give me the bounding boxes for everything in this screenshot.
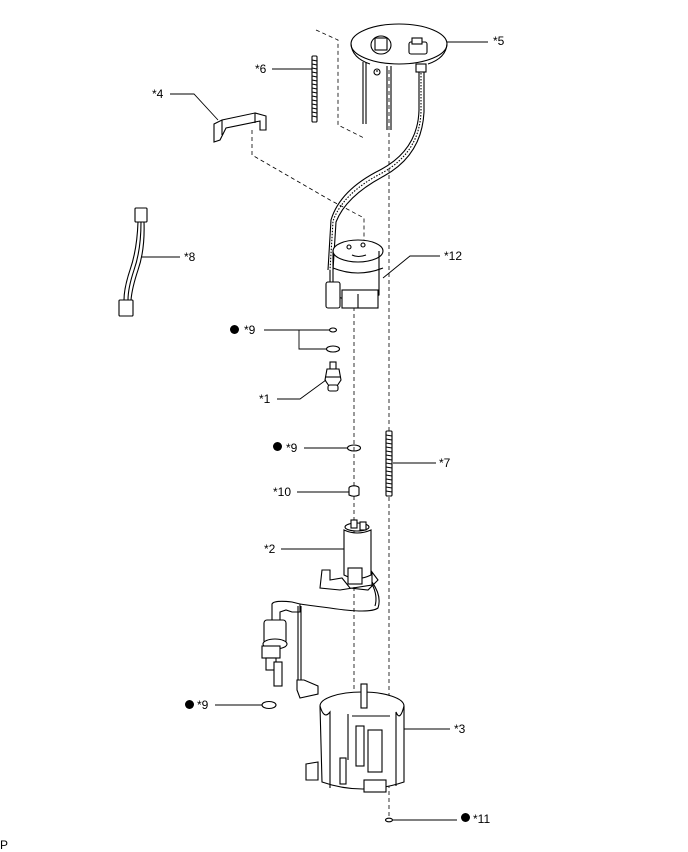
part-3-sub-tank	[305, 683, 405, 793]
part-9-oring-lower	[261, 700, 277, 710]
label-part-9-upper: *9	[244, 323, 256, 337]
label-part-1: *1	[259, 392, 271, 406]
new-part-dot-11	[461, 813, 470, 822]
label-part-9-middle: *9	[286, 441, 298, 455]
part-2-fuel-pump	[261, 519, 380, 699]
part-11-fastener	[384, 817, 394, 823]
part-6-stud	[311, 55, 318, 123]
label-part-8: *8	[184, 250, 196, 264]
part-1-check-valve	[324, 361, 342, 392]
label-part-11: *11	[473, 812, 491, 826]
part-12-filter-top	[325, 239, 384, 309]
part-7-stud	[385, 430, 393, 497]
new-part-dot-9-lower	[185, 700, 194, 709]
label-part-10: *10	[273, 485, 292, 499]
label-part-4: *4	[152, 87, 164, 101]
footer-code: P	[0, 838, 9, 852]
label-part-2: *2	[264, 542, 276, 556]
label-part-6: *6	[255, 62, 267, 76]
part-8-wire-harness	[118, 207, 148, 317]
label-part-12: *12	[444, 249, 463, 263]
part-9-oring-middle	[346, 444, 362, 452]
part-5-sender-plate	[350, 23, 448, 130]
label-part-9-lower: *9	[197, 698, 209, 712]
label-part-7: *7	[439, 456, 451, 470]
part-10-spacer	[348, 485, 360, 497]
part-9-oring-upper	[325, 327, 341, 353]
part-4-bracket	[213, 112, 267, 143]
new-part-dot-9-upper	[230, 325, 239, 334]
label-part-5: *5	[493, 34, 505, 48]
leader-lines	[141, 41, 488, 821]
label-part-3: *3	[454, 722, 466, 736]
new-part-dot-9-middle	[273, 442, 282, 451]
